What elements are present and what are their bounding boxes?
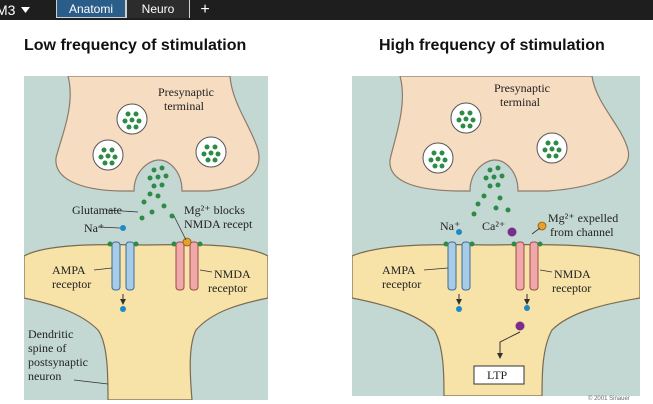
- nmda-label: NMDA: [214, 267, 251, 281]
- dendritic-label: postsynaptic: [28, 355, 88, 369]
- vesicle: [195, 136, 227, 168]
- ampa-label: AMPA: [52, 263, 86, 277]
- glutamate-release: [139, 165, 175, 221]
- app-menu-label: M3: [0, 2, 16, 18]
- vesicle: [450, 102, 482, 134]
- vesicle: [536, 132, 568, 164]
- add-tab-button[interactable]: +: [196, 1, 214, 19]
- high-frequency-figure: LTP Presynaptic terminal Na⁺ Ca²⁺ Mg²⁺ e…: [352, 76, 640, 396]
- vesicle: [116, 103, 148, 135]
- calcium-label: Ca²⁺: [482, 219, 505, 233]
- mg-blocks-label: NMDA recept: [184, 217, 253, 231]
- presynaptic-label: Presynaptic: [158, 85, 214, 99]
- low-frequency-figure: Presynaptic terminal Glutamate Mg²⁺ bloc…: [24, 76, 268, 400]
- ltp-box: [473, 365, 525, 385]
- glutamate-label: Glutamate: [72, 203, 122, 217]
- app-menu[interactable]: M3: [0, 0, 31, 20]
- tab-anatomi-label: Anatomi: [68, 1, 114, 16]
- postsynaptic-spine: [352, 244, 640, 396]
- tab-neuro-label: Neuro: [141, 2, 175, 16]
- mg-expelled-label: Mg²⁺ expelled: [548, 211, 618, 225]
- sodium-label: Na⁺: [440, 219, 460, 233]
- ampa-label: AMPA: [382, 263, 416, 277]
- presynaptic-label: terminal: [164, 99, 205, 113]
- ltp-label: LTP: [487, 368, 508, 382]
- dendritic-label: spine of: [28, 341, 66, 355]
- sodium-ion: [456, 229, 462, 235]
- calcium-ion: [515, 321, 525, 331]
- left-panel-title: Low frequency of stimulation: [24, 37, 247, 54]
- presynaptic-label: terminal: [500, 95, 541, 109]
- dendritic-label: Dendritic: [28, 327, 73, 341]
- nmda-receptor: [171, 241, 203, 291]
- ampa-receptor: [107, 241, 139, 291]
- dendritic-label: neuron: [28, 369, 61, 383]
- presynaptic-label: Presynaptic: [494, 81, 550, 95]
- vesicle: [92, 139, 124, 171]
- mg-blocks-label: Mg²⁺ blocks: [184, 203, 245, 217]
- mg-expelled-label: from channel: [550, 225, 614, 239]
- nmda-label: NMDA: [554, 267, 591, 281]
- tab-anatomi[interactable]: Anatomi: [56, 0, 126, 18]
- nmda-label: receptor: [552, 281, 591, 295]
- calcium-ion: [507, 227, 517, 237]
- sodium-ion: [120, 306, 126, 312]
- nmda-receptor: [511, 241, 543, 291]
- tab-neuro[interactable]: Neuro: [126, 0, 190, 18]
- sodium-ion: [456, 306, 462, 312]
- copyright-notice: © 2001 Sinauer: [588, 396, 630, 402]
- postsynaptic-spine: [24, 244, 268, 400]
- sodium-ion: [524, 305, 530, 311]
- magnesium-ion: [182, 237, 192, 247]
- sodium-ion: [120, 225, 126, 231]
- right-panel-title: High frequency of stimulation: [379, 37, 605, 54]
- ampa-label: receptor: [52, 277, 91, 291]
- ampa-receptor: [443, 241, 475, 291]
- ampa-label: receptor: [382, 277, 421, 291]
- sodium-label: Na⁺: [84, 221, 104, 235]
- chevron-down-icon: [21, 7, 31, 13]
- tab-bar: M3 Anatomi Neuro +: [0, 0, 653, 20]
- plus-icon: +: [200, 1, 210, 18]
- glutamate-release: [471, 165, 511, 217]
- nmda-label: receptor: [208, 281, 247, 295]
- vesicle: [422, 142, 454, 174]
